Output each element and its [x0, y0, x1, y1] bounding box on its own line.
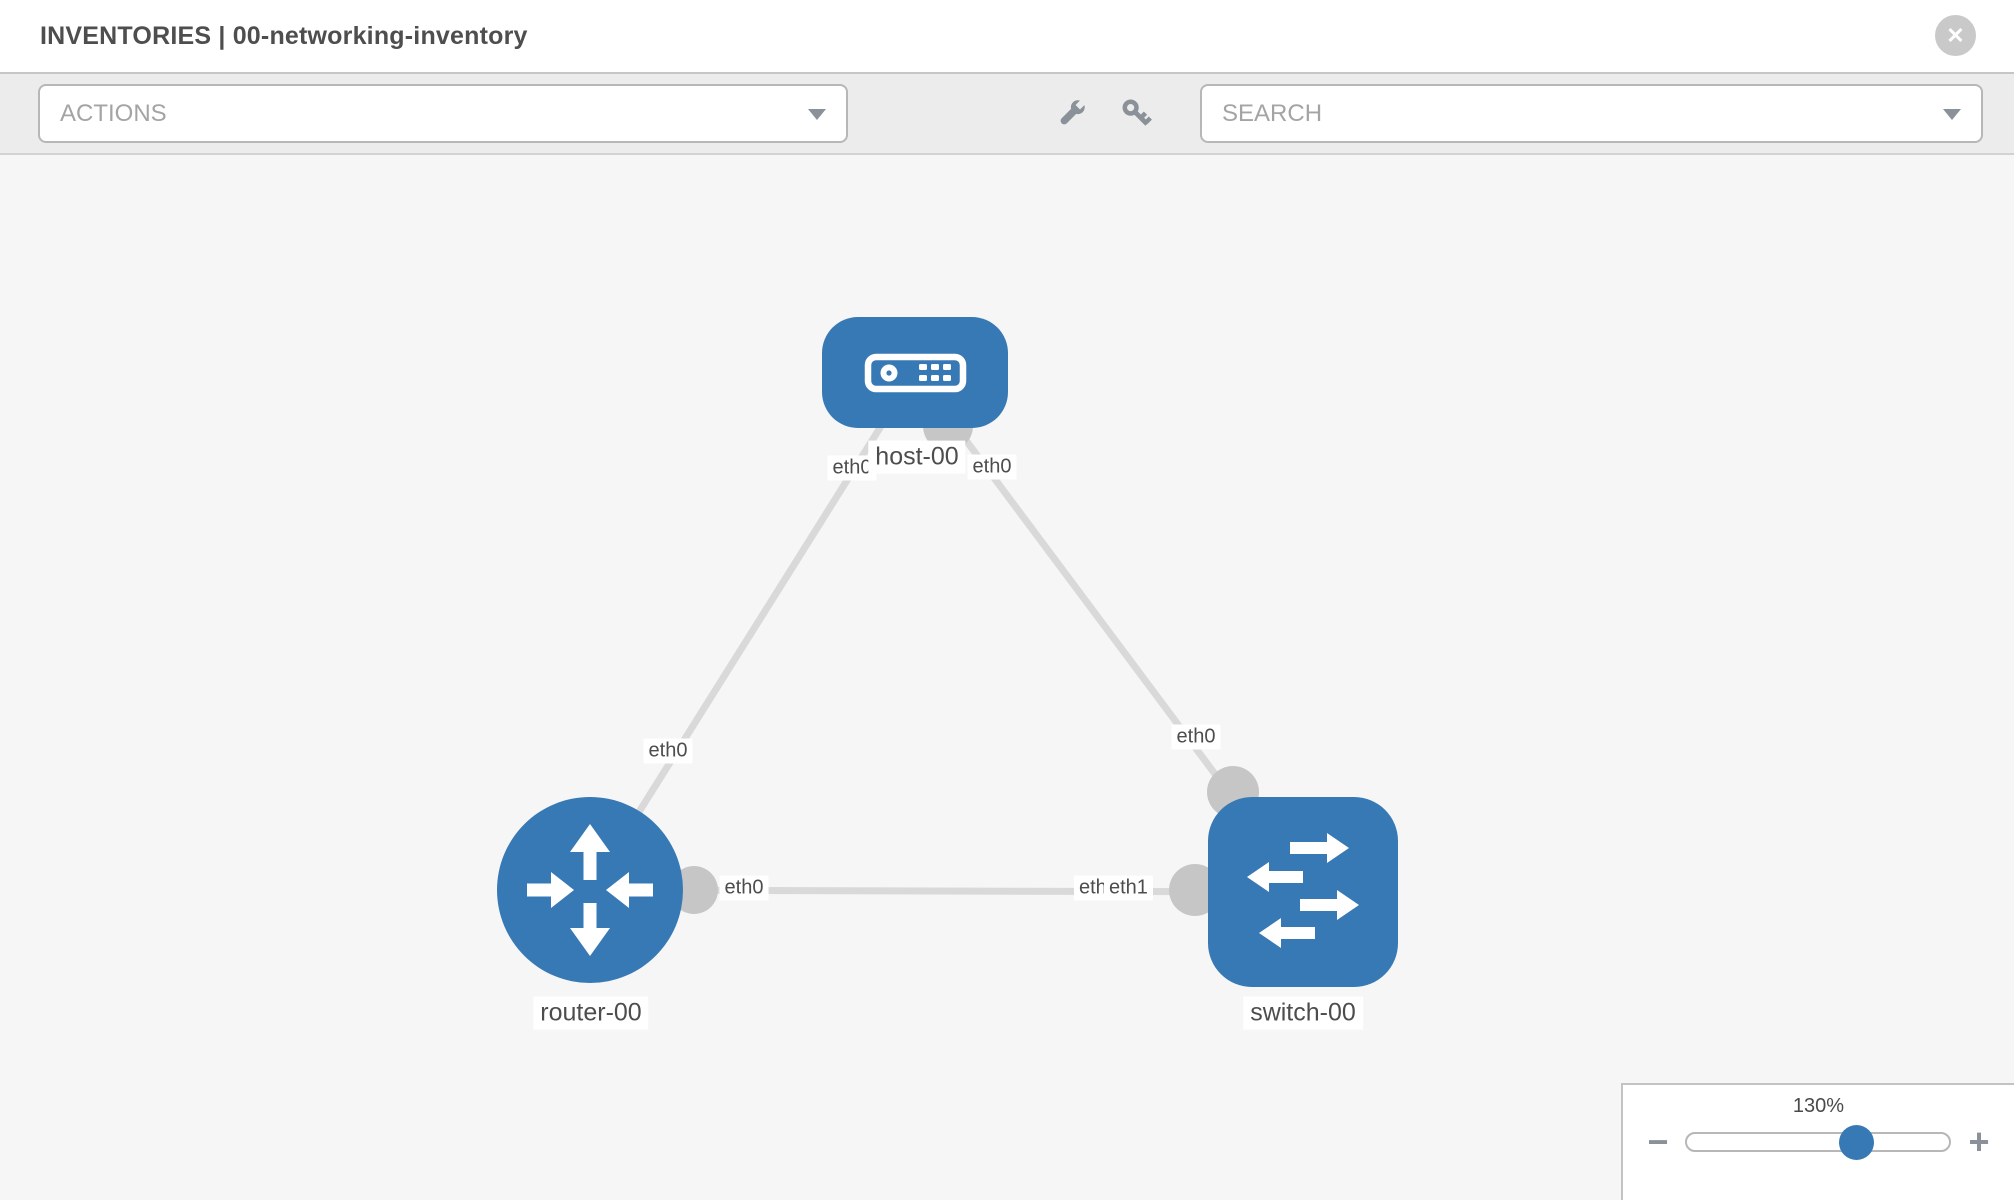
wrench-icon: [1060, 98, 1086, 124]
key-icon: [1122, 99, 1152, 126]
credentials-key-button[interactable]: [1119, 96, 1155, 132]
search-dropdown-label: SEARCH: [1222, 99, 1323, 127]
interface-label: eth0: [1171, 724, 1221, 750]
node-switch[interactable]: [1208, 797, 1398, 987]
interface-label: eth0: [643, 738, 693, 764]
chevron-down-icon: [1943, 108, 1961, 120]
topology-canvas[interactable]: host-00 router-00 switch-00 eth0 eth0 et…: [0, 155, 2014, 1200]
switch-icon: [1247, 833, 1359, 948]
zoom-panel: 130% − +: [1621, 1083, 2014, 1200]
router-icon: [527, 824, 653, 956]
zoom-in-button[interactable]: +: [1969, 1124, 1990, 1160]
node-host[interactable]: [822, 317, 1008, 428]
search-dropdown[interactable]: SEARCH: [1200, 84, 1983, 143]
toolbar: ACTIONS SEARCH: [0, 72, 2014, 155]
page-title: INVENTORIES | 00-networking-inventory: [40, 22, 528, 50]
topology-svg: [497, 317, 1398, 987]
actions-dropdown[interactable]: ACTIONS: [38, 84, 848, 143]
plus-icon: +: [1968, 1121, 1990, 1162]
zoom-slider[interactable]: [1684, 1124, 1951, 1160]
node-label-host: host-00: [868, 440, 966, 474]
host-icon: [864, 353, 967, 393]
interface-label: eth0: [719, 875, 769, 901]
close-button[interactable]: ✕: [1935, 15, 1976, 56]
actions-dropdown-label: ACTIONS: [60, 99, 167, 127]
configure-wrench-button[interactable]: [1053, 96, 1089, 132]
zoom-slider-thumb[interactable]: [1838, 1124, 1874, 1160]
node-label-router: router-00: [533, 996, 649, 1030]
minus-icon: −: [1647, 1121, 1669, 1162]
zoom-out-button[interactable]: −: [1647, 1124, 1668, 1160]
chevron-down-icon: [808, 108, 826, 120]
zoom-level-value: 130%: [1792, 1095, 1845, 1117]
close-icon: ✕: [1946, 22, 1965, 48]
interface-label: eth0: [967, 454, 1017, 480]
titlebar: INVENTORIES | 00-networking-inventory ✕: [0, 0, 2014, 72]
node-router[interactable]: [497, 797, 683, 983]
interface-label: eth1: [1104, 875, 1153, 901]
node-label-switch: switch-00: [1243, 996, 1363, 1030]
